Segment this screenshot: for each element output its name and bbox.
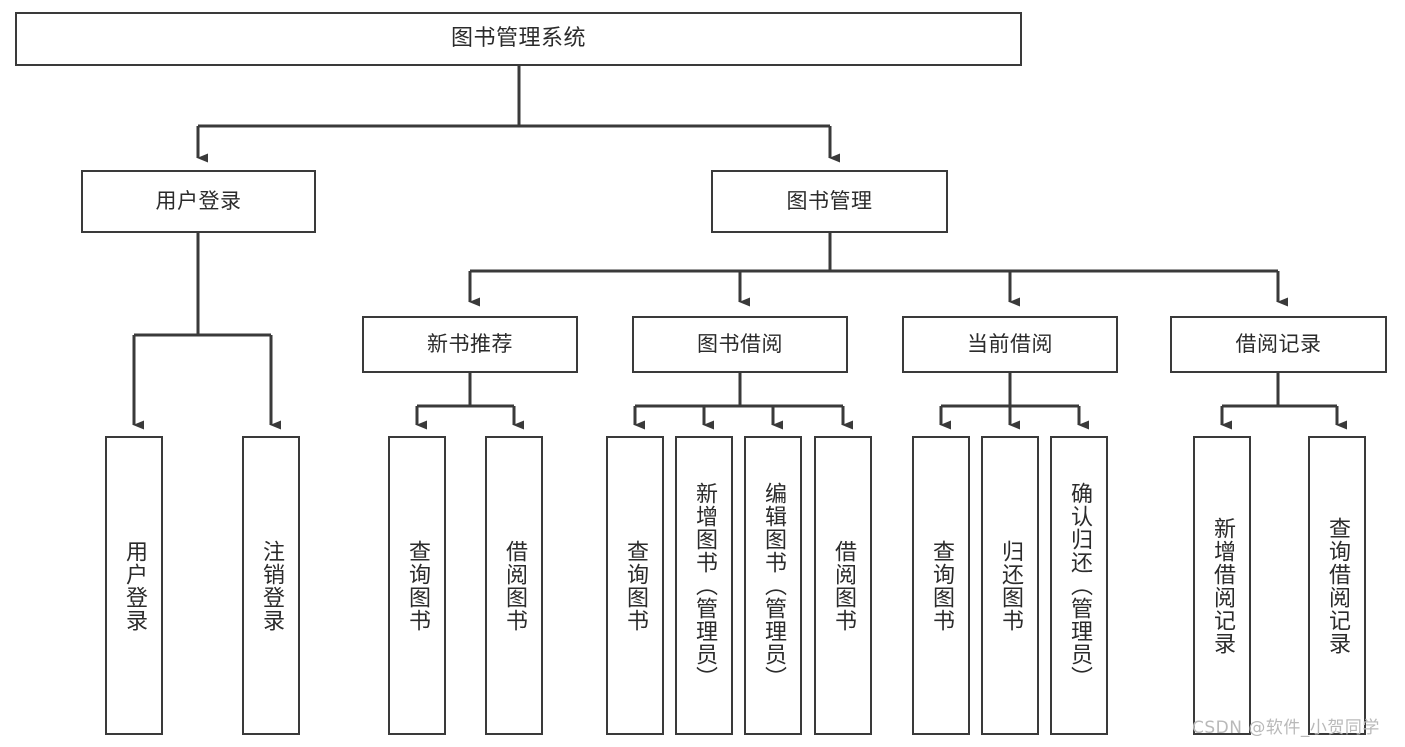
node-borrowing-records[interactable]: 借阅记录	[1170, 316, 1387, 373]
leaf-add-borrow-record[interactable]: 新增借阅记录	[1193, 436, 1251, 735]
node-current-borrowing[interactable]: 当前借阅	[902, 316, 1118, 373]
node-label: 确认归还（管理员）	[1066, 482, 1092, 689]
leaf-query-books-borrow[interactable]: 查询图书	[606, 436, 664, 735]
leaf-confirm-return-admin[interactable]: 确认归还（管理员）	[1050, 436, 1108, 735]
node-root-book-management-system[interactable]: 图书管理系统	[15, 12, 1022, 66]
leaf-logout[interactable]: 注销登录	[242, 436, 300, 735]
leaf-edit-book-admin[interactable]: 编辑图书（管理员）	[744, 436, 802, 735]
node-label: 新增借阅记录	[1209, 516, 1235, 655]
node-label: 归还图书	[997, 539, 1023, 632]
node-book-borrowing[interactable]: 图书借阅	[632, 316, 848, 373]
node-label: 查询借阅记录	[1324, 516, 1350, 655]
leaf-query-books-new[interactable]: 查询图书	[388, 436, 446, 735]
node-label: 注销登录	[258, 539, 284, 632]
node-label: 借阅图书	[830, 539, 856, 632]
node-book-management[interactable]: 图书管理	[711, 170, 948, 233]
leaf-add-book-admin[interactable]: 新增图书（管理员）	[675, 436, 733, 735]
node-new-book-recommendation[interactable]: 新书推荐	[362, 316, 578, 373]
node-label: 编辑图书（管理员）	[760, 482, 786, 689]
node-label: 新书推荐	[427, 332, 513, 357]
node-label: 借阅图书	[501, 539, 527, 632]
node-label: 图书借阅	[697, 332, 783, 357]
leaf-borrow-books-new[interactable]: 借阅图书	[485, 436, 543, 735]
leaf-query-books-current[interactable]: 查询图书	[912, 436, 970, 735]
node-label: 当前借阅	[967, 332, 1053, 357]
node-label: 用户登录	[155, 189, 242, 214]
node-label: 查询图书	[404, 539, 430, 632]
leaf-return-books[interactable]: 归还图书	[981, 436, 1039, 735]
node-label: 图书管理	[786, 189, 873, 214]
csdn-watermark: CSDN @软件_小贺同学	[1192, 718, 1380, 738]
leaf-query-borrow-record[interactable]: 查询借阅记录	[1308, 436, 1366, 735]
node-label: 图书管理系统	[450, 26, 586, 52]
leaf-user-login[interactable]: 用户登录	[105, 436, 163, 735]
leaf-borrow-books[interactable]: 借阅图书	[814, 436, 872, 735]
node-label: 新增图书（管理员）	[691, 482, 717, 689]
node-label: 查询图书	[928, 539, 954, 632]
node-label: 用户登录	[121, 539, 147, 632]
node-label: 借阅记录	[1235, 332, 1322, 357]
node-label: 查询图书	[622, 539, 648, 632]
node-user-login[interactable]: 用户登录	[81, 170, 316, 233]
